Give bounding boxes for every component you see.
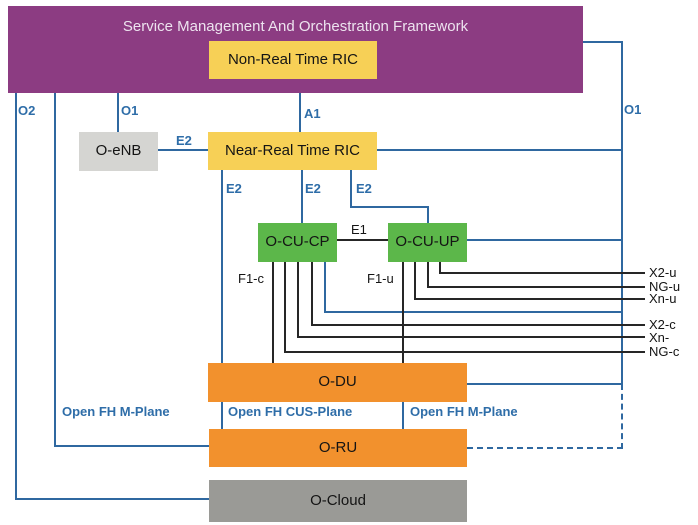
xnc-line-horizontal bbox=[297, 336, 645, 338]
xnu-line-vertical bbox=[414, 262, 416, 300]
e2-line-to-ocucp bbox=[301, 170, 303, 223]
ngc-line-vertical bbox=[284, 262, 286, 353]
o1-right-label: O1 bbox=[624, 102, 642, 117]
fh-mplane-left-line-horizontal bbox=[54, 445, 211, 447]
e2-enb-label: E2 bbox=[176, 133, 192, 148]
e2-line-to-odu bbox=[221, 170, 223, 363]
odu-oru-link-right bbox=[402, 402, 404, 429]
o1-left-label: O1 bbox=[121, 103, 139, 118]
e2-label-c: E2 bbox=[356, 181, 372, 196]
e1-label: E1 bbox=[351, 222, 367, 237]
o-enb-label: O-eNB bbox=[95, 142, 142, 160]
o-cu-cp-label: O-CU-CP bbox=[265, 233, 330, 251]
o-cloud-label: O-Cloud bbox=[310, 491, 366, 509]
x2u-label: X2-u bbox=[649, 265, 677, 280]
ngu-line-vertical bbox=[427, 262, 429, 288]
f1u-label: F1-u bbox=[367, 271, 394, 286]
o-du-box: O-DU bbox=[208, 363, 467, 402]
a1-label: A1 bbox=[304, 106, 321, 121]
o2-line-vertical bbox=[15, 93, 17, 500]
e2-line-to-ocuup-h bbox=[350, 206, 429, 208]
xnu-label: Xn-u bbox=[649, 291, 677, 306]
odu-right-line-horizontal bbox=[467, 383, 623, 385]
x2u-line-horizontal bbox=[439, 272, 645, 274]
e2-line-to-ocuup-v1 bbox=[350, 170, 352, 208]
x2u-line-vertical bbox=[439, 262, 441, 274]
near-rt-ric-right-line-horizontal bbox=[377, 149, 623, 151]
open-fh-cus-plane-label: Open FH CUS-Plane bbox=[228, 404, 353, 419]
ocucp-right-link-vertical bbox=[324, 262, 326, 313]
o-ru-label: O-RU bbox=[318, 438, 358, 456]
open-fh-mplane-left-label: Open FH M-Plane bbox=[62, 404, 170, 419]
e1-line bbox=[337, 239, 388, 241]
ngu-label: NG-u bbox=[649, 279, 681, 294]
o-enb-box: O-eNB bbox=[79, 132, 158, 171]
fh-mplane-left-line-vertical bbox=[54, 93, 56, 447]
ngu-line-horizontal bbox=[427, 286, 645, 288]
o-cu-cp-box: O-CU-CP bbox=[258, 223, 337, 262]
a1-line-vertical bbox=[299, 79, 301, 132]
xnc-line-vertical bbox=[297, 262, 299, 338]
o-cu-up-box: O-CU-UP bbox=[388, 223, 467, 262]
ngc-label: NG-c bbox=[649, 344, 680, 359]
f1c-label: F1-c bbox=[238, 271, 264, 286]
xnu-line-horizontal bbox=[414, 298, 645, 300]
non-rt-ric-label: Non-Real Time RIC bbox=[227, 50, 359, 68]
o-ru-box: O-RU bbox=[209, 429, 467, 467]
ocucp-right-link-horizontal bbox=[324, 311, 623, 313]
ngc-line-horizontal bbox=[284, 351, 645, 353]
x2c-line-vertical bbox=[311, 262, 313, 326]
o1-left-line-vertical bbox=[117, 93, 119, 132]
near-rt-ric-label: Near-Real Time RIC bbox=[224, 141, 361, 159]
ocuup-right-line-horizontal bbox=[467, 239, 623, 241]
o1-right-line-vertical bbox=[621, 41, 623, 384]
o-cu-up-label: O-CU-UP bbox=[395, 233, 460, 251]
o1-right-line-horizontal-top bbox=[583, 41, 623, 43]
e2-line-to-ocuup-v2 bbox=[427, 206, 429, 223]
e2-enb-line-horizontal bbox=[158, 149, 208, 151]
xnc-label: Xn- bbox=[649, 330, 670, 345]
f1u-line bbox=[402, 262, 404, 363]
e2-label-b: E2 bbox=[305, 181, 321, 196]
o-du-label: O-DU bbox=[318, 373, 357, 391]
near-rt-ric-box: Near-Real Time RIC bbox=[208, 132, 377, 170]
o2-label: O2 bbox=[18, 103, 36, 118]
non-rt-ric-box: Non-Real Time RIC bbox=[209, 41, 377, 79]
x2c-label: X2-c bbox=[649, 317, 676, 332]
o2-line-horizontal bbox=[15, 498, 211, 500]
o1-right-line-vertical-dashed bbox=[621, 384, 623, 449]
smo-framework-label: Service Management And Orchestration Fra… bbox=[122, 18, 469, 35]
open-fh-mplane-right-label: Open FH M-Plane bbox=[410, 404, 518, 419]
o-cloud-box: O-Cloud bbox=[209, 480, 467, 522]
odu-oru-link-left bbox=[221, 402, 223, 429]
e2-label-a: E2 bbox=[226, 181, 242, 196]
x2c-line-horizontal bbox=[311, 324, 645, 326]
f1c-line bbox=[272, 262, 274, 363]
o-ru-dashed-line-horizontal bbox=[467, 447, 623, 449]
